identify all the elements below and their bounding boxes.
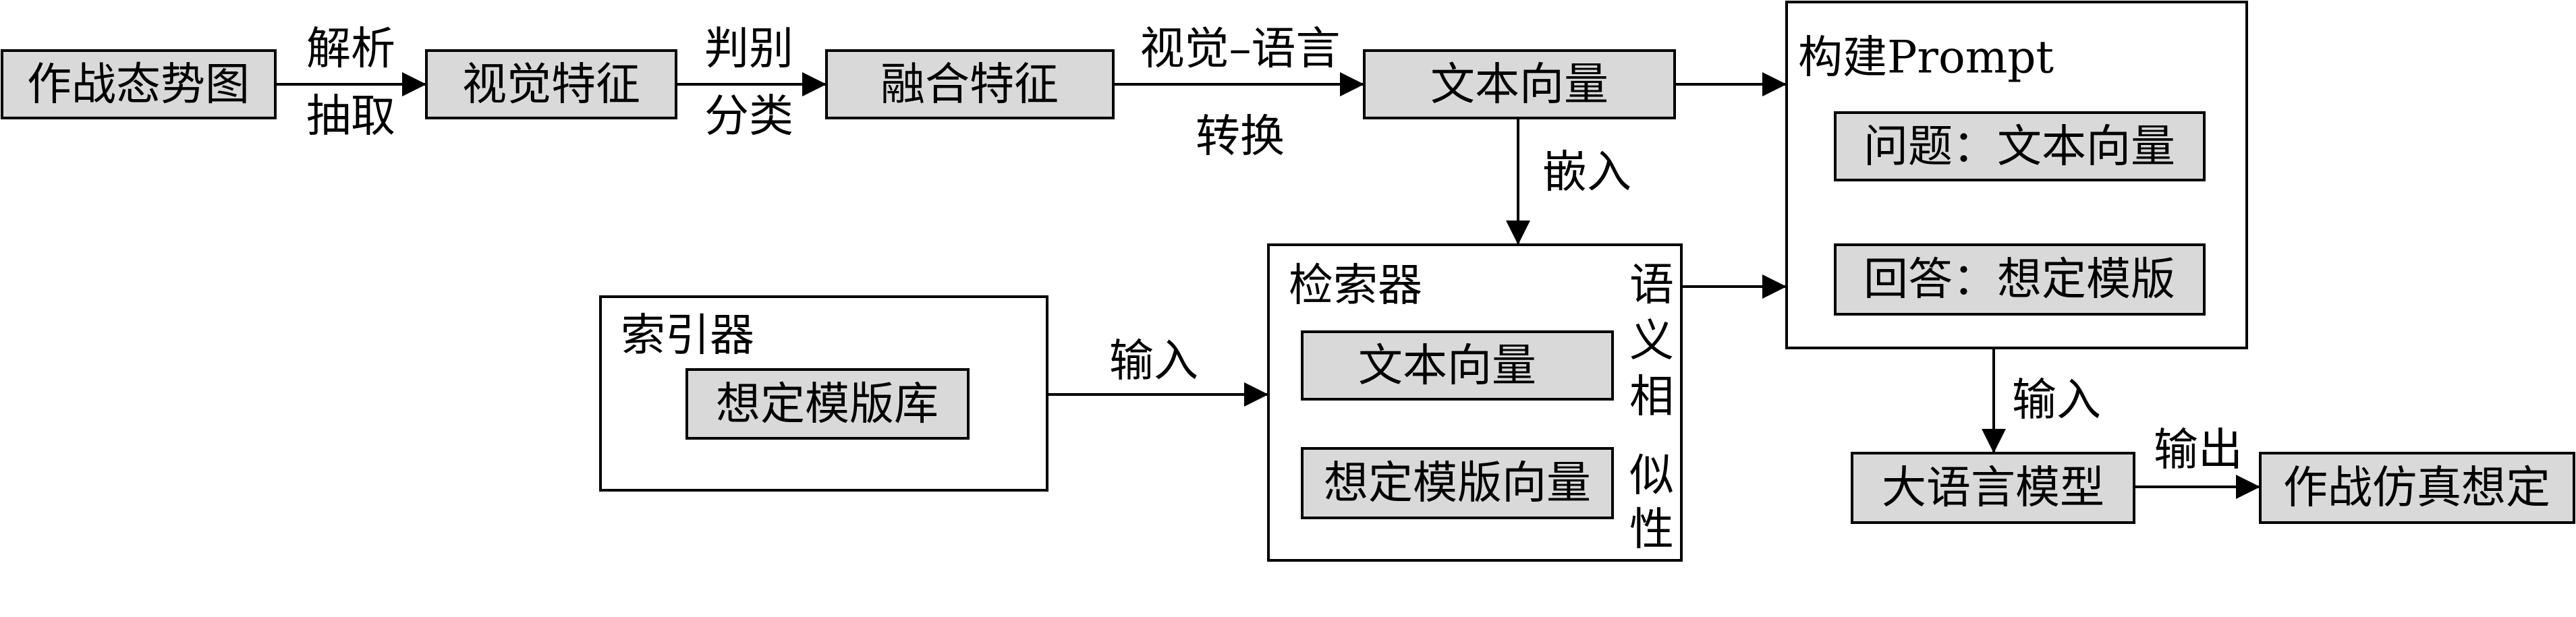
retriever-template-vector-box <box>1301 447 1614 519</box>
retriever-label: 检索器 <box>1289 260 1422 312</box>
semantic-similarity-char-5: 性 <box>1629 504 1674 556</box>
visual-feature-box <box>425 49 677 119</box>
edge-input-indexer-label: 输入 <box>1109 335 1198 387</box>
indexer-label: 索引器 <box>621 310 754 361</box>
llm-label: 大语言模型 <box>1882 462 2104 514</box>
edge-classify-line1: 判别 <box>704 23 793 75</box>
edge-output-label: 输出 <box>2154 424 2243 476</box>
edge-embed-label: 嵌入 <box>1542 146 1631 198</box>
retriever-text-vector-box <box>1301 330 1614 401</box>
retriever-text-vector-label: 文本向量 <box>1358 340 1536 392</box>
fused-feature-label: 融合特征 <box>880 59 1059 111</box>
prompt-answer-label: 回答：想定模版 <box>1864 254 2175 305</box>
text-vector-label: 文本向量 <box>1430 59 1608 111</box>
semantic-similarity-char-1: 语 <box>1629 259 1674 311</box>
output-label: 作战仿真想定 <box>2283 462 2550 514</box>
llm-box <box>1851 452 2135 524</box>
output-box <box>2259 452 2575 524</box>
fused-feature-box <box>825 49 1115 119</box>
template-library-box <box>685 368 970 440</box>
edge-convert-line1: 视觉–语言 <box>1140 23 1341 75</box>
semantic-similarity-char-3: 相 <box>1629 371 1674 423</box>
edge-convert-line2: 转换 <box>1196 111 1285 163</box>
situation-map-box <box>1 49 277 119</box>
visual-feature-label: 视觉特征 <box>462 59 640 111</box>
build-prompt-label: 构建Prompt <box>1798 32 2054 84</box>
prompt-question-label: 问题：文本向量 <box>1864 121 2175 173</box>
semantic-similarity-char-4: 似 <box>1629 450 1674 502</box>
retriever-template-vector-label: 想定模版向量 <box>1324 457 1591 509</box>
situation-map-label: 作战态势图 <box>27 59 250 111</box>
edge-input-llm-label: 输入 <box>2012 374 2101 426</box>
template-library-label: 想定模版库 <box>716 378 939 430</box>
prompt-answer-box <box>1834 243 2206 316</box>
edge-parse-line1: 解析 <box>306 23 395 75</box>
edge-parse-line2: 抽取 <box>306 90 395 142</box>
edge-classify-line2: 分类 <box>704 90 793 142</box>
semantic-similarity-char-2: 义 <box>1629 315 1674 367</box>
prompt-question-box <box>1834 111 2206 181</box>
